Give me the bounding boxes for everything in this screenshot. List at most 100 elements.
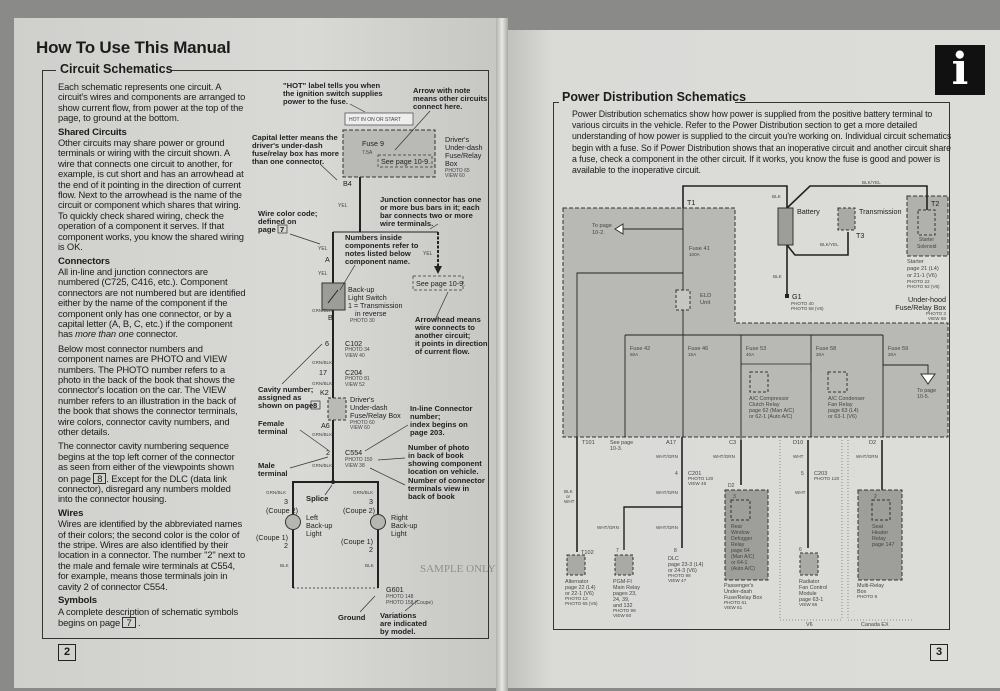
connector-b4: B4: [343, 179, 352, 188]
fuse-rating: 100A: [689, 252, 701, 257]
terminal-t102: T102: [581, 550, 594, 556]
terminal-t3: T3: [856, 231, 864, 240]
v6-variant-label: V6: [806, 622, 813, 628]
cavity-number: 17: [319, 368, 327, 377]
page-reference: 8: [313, 401, 317, 410]
page-reference: 7: [122, 616, 136, 628]
section-frame-right: [949, 102, 950, 630]
see-page-label: See page 10-9.: [416, 279, 465, 288]
pin-number: 3: [284, 497, 288, 506]
pin-number: 7: [616, 548, 619, 554]
wire-color: WHT: [795, 490, 806, 495]
page-reference: 7: [280, 225, 284, 234]
view-number: VIEW 46: [688, 481, 707, 486]
wires: [292, 177, 439, 589]
fuse-53-label: Fuse 53: [746, 346, 766, 352]
radiator-module-box: [799, 552, 819, 576]
fuse-relay-box: [342, 129, 436, 178]
starter-solenoid-icon: [917, 209, 936, 236]
wires-paragraph: Wires are identified by the abbreviated …: [58, 518, 246, 592]
connectors-paragraph: All in-line and junction connectors are …: [58, 266, 246, 340]
transmission-box: [837, 207, 856, 231]
view-number: VIEW 68: [928, 316, 947, 321]
photo-number: PHOTO 60: [350, 420, 375, 426]
shared-circuits-heading: Shared Circuits: [58, 126, 127, 138]
photo-number: PHOTO 81: [345, 376, 370, 382]
variant-label: (Coupe 2): [343, 506, 375, 515]
section-frame-left: [553, 102, 554, 630]
section-frame-top-right: [735, 102, 950, 103]
wire-color: GRN/BLK: [353, 490, 374, 495]
fuse-rating: 20A: [888, 352, 897, 357]
section-frame-top: [42, 70, 56, 71]
wire-color: YEL: [338, 203, 348, 209]
wire-color: WHT/GRN: [656, 490, 678, 495]
wire-color: WHT/GRN: [713, 454, 735, 459]
intro-paragraph: Each schematic represents one circuit. A…: [58, 81, 246, 124]
symbols-text: A complete description of schematic symb…: [58, 605, 239, 628]
underhood-fuse-box: [562, 207, 949, 438]
relay-icon: [730, 499, 751, 521]
right-lamp-icon: [370, 514, 386, 530]
variant-dividers: [779, 440, 912, 621]
photo-number: PHOTO 3: [926, 311, 947, 316]
battery-icon: [777, 207, 794, 246]
section-frame-bottom: [42, 638, 489, 639]
photo-number: PHOTO 34: [345, 347, 370, 353]
connector-c203: C203: [814, 471, 827, 477]
wire-color: GRN/BLK: [312, 360, 333, 365]
symbols-heading: Symbols: [58, 595, 97, 607]
fuse-relay-box: [327, 397, 347, 421]
cavity-number: 5: [801, 471, 804, 477]
ground-g601: G601: [386, 585, 404, 594]
connector-a17: A17: [666, 440, 676, 446]
photo-number: PHOTO 30: [350, 318, 375, 324]
multi-relay-box: [857, 489, 903, 581]
connector-c554: C554: [345, 448, 362, 457]
view-number: VIEW 40: [345, 353, 365, 359]
page-reference-box: [277, 224, 288, 234]
section-frame-top-right: [172, 70, 489, 71]
variant-label: (Coupe 2): [266, 506, 298, 515]
splice-dot: [331, 480, 335, 484]
callout-arrows: [281, 103, 449, 613]
hot-label: HOT IN ON OR START: [349, 117, 401, 123]
left-page: [14, 18, 502, 688]
variant-label: (Coupe 1): [256, 533, 288, 542]
fuse-rating: 20A: [816, 352, 825, 357]
photo-number: PHOTO 120: [688, 476, 714, 481]
variant-label: (Coupe 1): [341, 537, 373, 546]
connector-c3: C3: [729, 440, 736, 446]
passenger-fuse-box: [724, 489, 769, 581]
fuse-rating: 50A: [630, 352, 639, 357]
connectors-emphasis: more than one: [75, 328, 134, 340]
shared-circuits-paragraph: Other circuits may share power or ground…: [58, 137, 244, 253]
fuse-label: Fuse 9: [362, 139, 384, 148]
section-frame-bottom: [553, 629, 950, 630]
section-frame-right: [488, 70, 489, 638]
power-distribution-diagram: BLK/YEL BLK T1 Battery Transmission T3 B…: [562, 180, 949, 628]
connector-c102: C102: [345, 339, 362, 348]
pin-number: 3: [733, 494, 736, 500]
terminal-t101: T101: [582, 440, 595, 446]
view-number: VIEW 60: [445, 173, 465, 179]
alternator-box: [566, 554, 586, 576]
